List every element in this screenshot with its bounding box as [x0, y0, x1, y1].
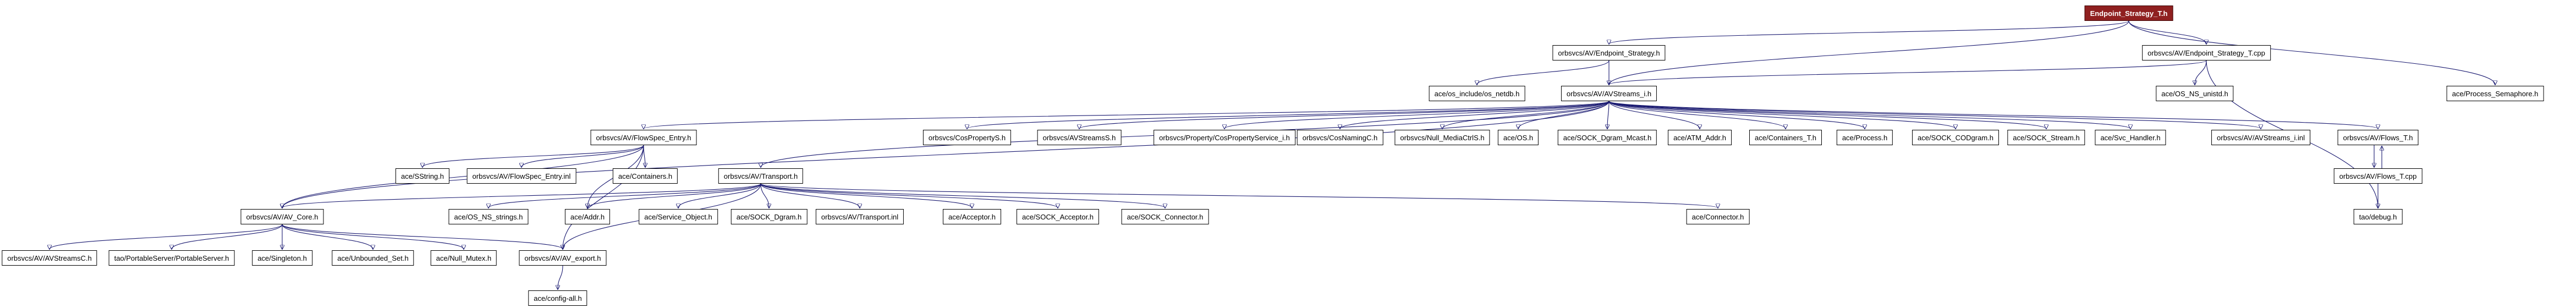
node-sock_dgram[interactable]: ace/SOCK_Dgram.h	[730, 209, 808, 224]
edge-avstreams_i_h-svc_handler	[1608, 101, 2130, 129]
edge-paths	[50, 20, 2495, 289]
node-config_all[interactable]: ace/config-all.h	[528, 290, 587, 306]
node-av_core[interactable]: orbsvcs/AV/AV_Core.h	[240, 209, 324, 224]
node-singleton[interactable]: ace/Singleton.h	[252, 250, 312, 266]
edge-flowspec_h-av_core	[282, 145, 644, 208]
edge-avstreams_i_h-av_core	[282, 101, 1610, 208]
edge-avstreams_i_h-nullmediactrls	[1442, 101, 1610, 129]
node-sstring[interactable]: ace/SString.h	[395, 168, 450, 184]
edge-avstreams_i_h-avstreamss	[1079, 101, 1610, 129]
edge-est_t_h-est_t_cpp	[2128, 20, 2206, 44]
edge-transport_h-sock_acceptor	[760, 183, 1058, 208]
edge-avstreams_i_h-cpsvc_i	[1224, 101, 1610, 129]
node-atm_addr[interactable]: ace/ATM_Addr.h	[1668, 130, 1732, 145]
node-es_h[interactable]: orbsvcs/AV/Endpoint_Strategy.h	[1552, 45, 1666, 61]
edge-flowspec_h-flowspec_inl	[521, 145, 644, 167]
node-tao_debug[interactable]: tao/debug.h	[2353, 209, 2403, 224]
edge-av_core-av_export	[282, 224, 563, 249]
edge-av_core-null_mutex	[282, 224, 464, 249]
node-avstreamss[interactable]: orbsvcs/AVStreamsS.h	[1037, 130, 1122, 145]
node-os_ns_strings[interactable]: ace/OS_NS_strings.h	[448, 209, 529, 224]
edge-avstreams_i_h-cosnamingc	[1340, 101, 1610, 129]
node-cospropertys[interactable]: orbsvcs/CosPropertyS.h	[922, 130, 1012, 145]
edge-avstreams_i_h-atm_addr	[1608, 101, 1700, 129]
edge-avstreams_i_h-sock_stream	[1608, 101, 2046, 129]
node-transport_inl[interactable]: orbsvcs/AV/Transport.inl	[815, 209, 904, 224]
edge-avstreams_i_h-process	[1608, 101, 1865, 129]
node-svc_handler[interactable]: ace/Svc_Handler.h	[2095, 130, 2166, 145]
edge-est_t_h-avstreams_i_h	[1609, 20, 2129, 85]
node-null_mutex[interactable]: ace/Null_Mutex.h	[430, 250, 497, 266]
node-sock_stream[interactable]: ace/SOCK_Stream.h	[2007, 130, 2085, 145]
edge-avstreams_i_h-cospropertys	[967, 101, 1610, 129]
edge-flowspec_h-av_export	[563, 145, 644, 249]
node-flows_t_h[interactable]: orbsvcs/AV/Flows_T.h	[2337, 130, 2419, 145]
edge-transport_h-transport_inl	[760, 183, 860, 208]
node-av_export[interactable]: orbsvcs/AV/AV_export.h	[519, 250, 607, 266]
edge-avstreams_i_h-sock_dgram_mcast	[1607, 101, 1609, 129]
node-est_t_h: Endpoint_Strategy_T.h	[2084, 6, 2173, 21]
node-sock_acceptor[interactable]: ace/SOCK_Acceptor.h	[1016, 209, 1100, 224]
node-containers_t[interactable]: ace/Containers_T.h	[1749, 130, 1822, 145]
edge-est_t_cpp-os_ns_unistd	[2195, 60, 2207, 85]
node-process[interactable]: ace/Process.h	[1836, 130, 1893, 145]
edge-transport_h-connector	[760, 183, 1718, 208]
edge-flowspec_h-containers	[644, 145, 645, 167]
edge-est_t_h-es_h	[1609, 20, 2129, 44]
edge-avstreams_i_h-sock_codgram	[1608, 101, 1956, 129]
node-addr[interactable]: ace/Addr.h	[564, 209, 611, 224]
edge-transport_h-sock_connector	[760, 183, 1165, 208]
edge-avstreams_i_h-containers_t	[1608, 101, 1786, 129]
edge-est_t_cpp-avstreams_i_h	[1609, 60, 2207, 85]
node-ace_os[interactable]: ace/OS.h	[1497, 130, 1539, 145]
edge-transport_h-sock_dgram	[760, 183, 769, 208]
node-avstreamsc[interactable]: orbsvcs/AV/AVStreamsC.h	[2, 250, 97, 266]
node-sock_codgram[interactable]: ace/SOCK_CODgram.h	[1912, 130, 1999, 145]
node-transport_h[interactable]: orbsvcs/AV/Transport.h	[718, 168, 804, 184]
edge-transport_h-service_object	[678, 183, 761, 208]
node-cosnamingc[interactable]: orbsvcs/CosNamingC.h	[1297, 130, 1383, 145]
edge-avstreams_i_h-flows_t_h	[1608, 101, 2378, 129]
node-unbounded_set[interactable]: ace/Unbounded_Set.h	[332, 250, 414, 266]
edge-transport_h-av_core	[282, 183, 761, 208]
edge-flowspec_h-sstring	[422, 145, 644, 167]
edge-av_core-unbounded_set	[282, 224, 373, 249]
node-process_sem[interactable]: ace/Process_Semaphore.h	[2446, 86, 2544, 101]
edge-av_core-portableserver	[172, 224, 283, 249]
edge-es_h-os_netdb	[1477, 60, 1610, 85]
node-flowspec_inl[interactable]: orbsvcs/AV/FlowSpec_Entry.inl	[466, 168, 576, 184]
node-containers[interactable]: ace/Containers.h	[612, 168, 678, 184]
node-est_t_cpp[interactable]: orbsvcs/AV/Endpoint_Strategy_T.cpp	[2142, 45, 2271, 61]
node-nullmediactrls[interactable]: orbsvcs/Null_MediaCtrlS.h	[1394, 130, 1490, 145]
edge-av_core-avstreamsc	[50, 224, 283, 249]
node-sock_connector[interactable]: ace/SOCK_Connector.h	[1121, 209, 1209, 224]
node-os_netdb[interactable]: ace/os_include/os_netdb.h	[1429, 86, 1525, 101]
edge-transport_h-addr	[587, 183, 761, 208]
node-acceptor[interactable]: ace/Acceptor.h	[943, 209, 1001, 224]
node-sock_dgram_mcast[interactable]: ace/SOCK_Dgram_Mcast.h	[1557, 130, 1657, 145]
edge-avstreams_i_h-avstreams_i_inl	[1608, 101, 2261, 129]
edge-avstreams_i_h-ace_os	[1518, 101, 1610, 129]
edge-av_export-config_all	[558, 265, 563, 289]
node-portableserver[interactable]: tao/PortableServer/PortableServer.h	[108, 250, 235, 266]
node-connector[interactable]: ace/Connector.h	[1686, 209, 1750, 224]
edge-transport_h-acceptor	[760, 183, 972, 208]
node-avstreams_i_h[interactable]: orbsvcs/AV/AVStreams_i.h	[1561, 86, 1657, 101]
node-service_object[interactable]: ace/Service_Object.h	[639, 209, 718, 224]
node-flowspec_h[interactable]: orbsvcs/AV/FlowSpec_Entry.h	[590, 130, 697, 145]
edge-transport_h-os_ns_strings	[488, 183, 761, 208]
node-flows_t_cpp[interactable]: orbsvcs/AV/Flows_T.cpp	[2333, 168, 2423, 184]
edge-est_t_h-process_sem	[2128, 20, 2495, 85]
node-cpsvc_i[interactable]: orbsvcs/Property/CosPropertyService_i.h	[1154, 130, 1295, 145]
edge-avstreams_i_h-flowspec_h	[644, 101, 1610, 129]
node-os_ns_unistd[interactable]: ace/OS_NS_unistd.h	[2156, 86, 2234, 101]
node-avstreams_i_inl[interactable]: orbsvcs/AV/AVStreams_i.inl	[2211, 130, 2310, 145]
